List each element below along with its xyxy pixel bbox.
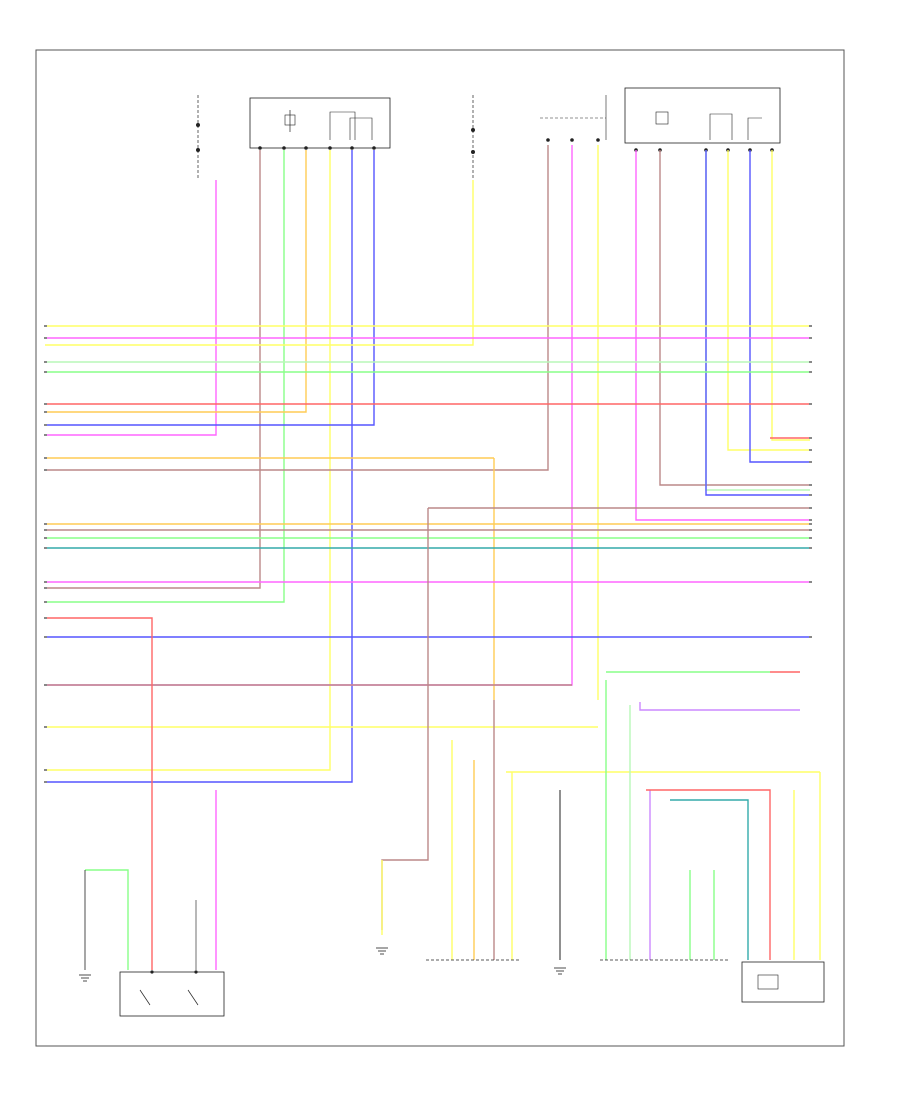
battery-junction-box <box>624 87 781 152</box>
hot-at-all-times-mid-fuse <box>471 95 475 178</box>
wire-v-yellow-4 <box>727 150 810 451</box>
hot-at-all-times-left-fuse <box>196 95 200 178</box>
wire-v-brown-1 <box>45 150 261 589</box>
fuel-level-sensor <box>606 671 800 711</box>
wire-v-pink-2 <box>45 145 573 686</box>
wire-v-yellow-2 <box>45 180 474 346</box>
fuel-pump-control-module <box>381 508 820 961</box>
wire-v-lightgreen-1 <box>705 150 810 491</box>
wire-v-blue-4 <box>749 150 810 463</box>
powertrain-control-module <box>540 95 607 142</box>
wire-v-yellow-5 <box>771 150 810 441</box>
wire-v-yellow-1 <box>45 150 331 771</box>
diagram-border <box>35 49 845 1047</box>
wire-v-brown-2 <box>45 145 549 471</box>
wire-v-blue-2 <box>45 150 375 426</box>
ground-symbols <box>79 947 566 982</box>
inertia-switch <box>45 617 225 1017</box>
left-junction-box <box>249 97 391 150</box>
wire-v-blue-1 <box>45 150 353 783</box>
right-margin-pin-ticks <box>809 325 812 638</box>
wire-v-brown-3 <box>659 150 810 486</box>
wire-v-blue-3 <box>705 150 810 496</box>
wire-v-pink-3 <box>635 150 810 521</box>
wire-v-pink-1 <box>45 180 217 436</box>
left-margin-pin-ticks <box>44 325 47 783</box>
wire-v-orange-1 <box>45 150 307 413</box>
fuel-pump-assembly <box>559 680 825 1003</box>
wire-v-green-1 <box>45 150 285 603</box>
